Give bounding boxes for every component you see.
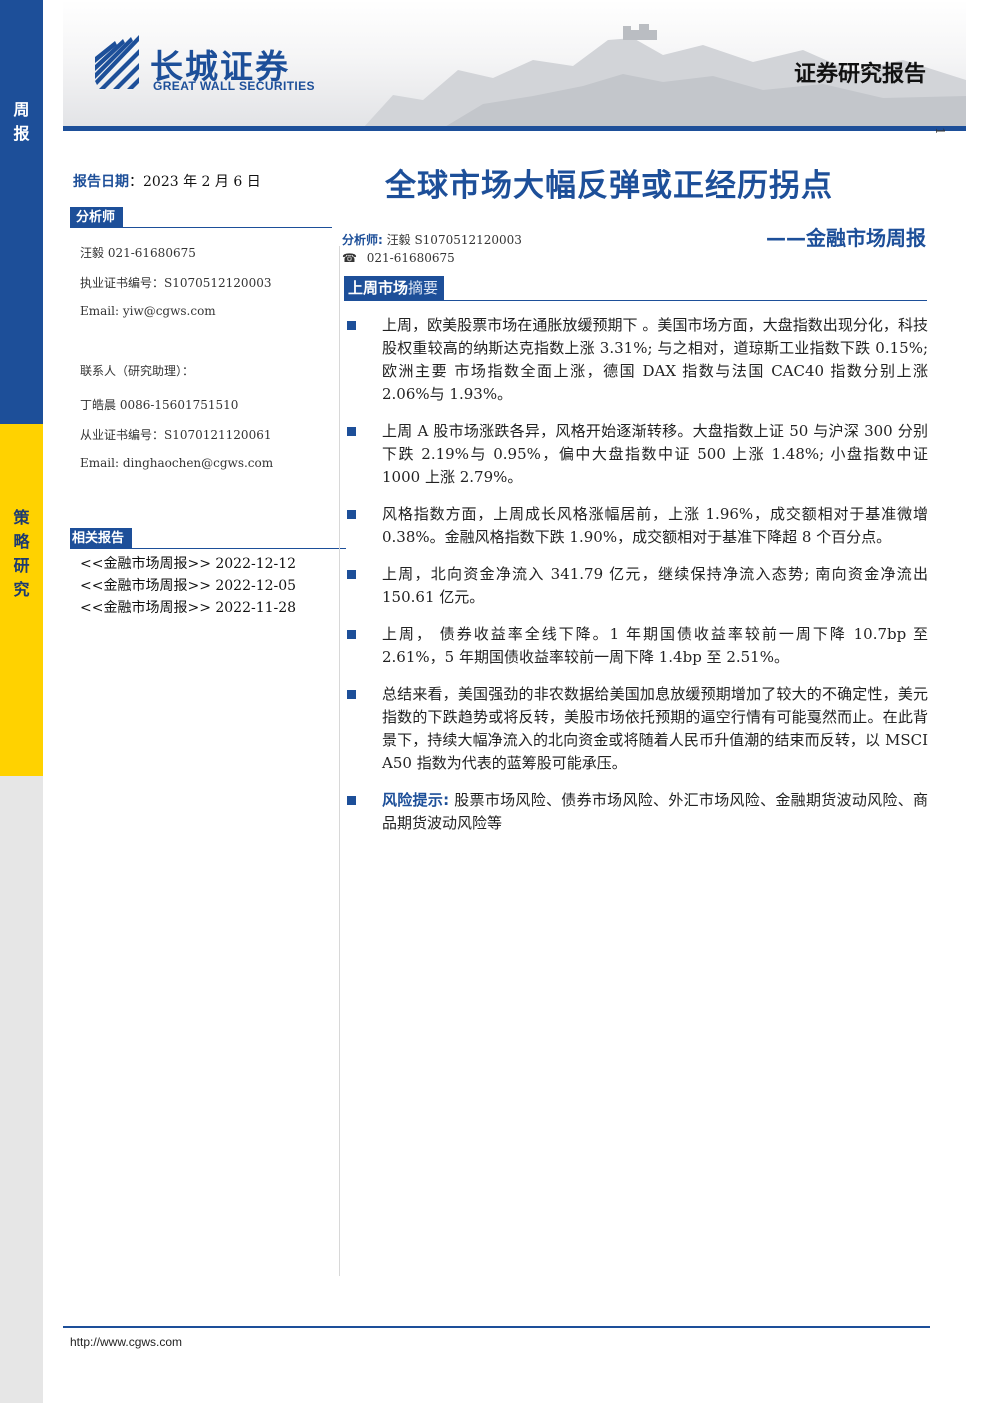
- risk-warning-label: 风险提示:: [382, 791, 450, 809]
- brand-name-en: GREAT WALL SECURITIES: [153, 79, 315, 93]
- phone-icon: ☎: [342, 251, 357, 265]
- assistant-email[interactable]: Email: dinghaochen@cgws.com: [80, 456, 274, 470]
- summary-item: 上周，欧美股票市场在通胀放缓预期下 。美国市场方面，大盘指数出现分化，科技股权重…: [344, 314, 928, 406]
- summary-item-text: 上周， 债券收益率全线下降。1 年期国债收益率较前一周下降 10.7bp 至 2…: [382, 625, 928, 666]
- report-date: 报告日期：2023 年 2 月 6 日: [73, 171, 261, 191]
- analyst-heading-rule: [70, 227, 332, 228]
- bullet-square-icon: [347, 427, 356, 436]
- assistant-label: 联系人（研究助理）：: [80, 364, 195, 378]
- footer-website-link[interactable]: http://www.cgws.com: [70, 1335, 183, 1349]
- side-strip-yellow: [0, 424, 43, 776]
- analyst-section-heading: 分析师: [70, 207, 332, 228]
- side-label-strategy: 策 略 研 究: [0, 506, 43, 602]
- assistant-contact: 丁皓晨 0086-15601751510: [80, 398, 239, 412]
- summary-item-text: 上周 A 股市场涨跌各异，风格开始逐渐转移。大盘指数上证 50 与沪深 300 …: [382, 422, 928, 486]
- side-label-weekly: 周 报: [0, 98, 43, 146]
- related-heading-label: 相关报告: [70, 528, 133, 548]
- assistant-license: 从业证书编号：S1070121120061: [80, 428, 272, 442]
- bullet-square-icon: [347, 321, 356, 330]
- summary-list: 上周，欧美股票市场在通胀放缓预期下 。美国市场方面，大盘指数出现分化，科技股权重…: [344, 314, 928, 849]
- bullet-square-icon: [347, 570, 356, 579]
- related-heading-rule: [70, 548, 346, 549]
- related-report-link[interactable]: <<金融市场周报>> 2022-12-12: [80, 556, 297, 572]
- meta-analyst-value: 汪毅 S1070512120003: [386, 233, 522, 247]
- footer-rule: [63, 1326, 930, 1328]
- bullet-square-icon: [347, 630, 356, 639]
- summary-item: 上周， 债券收益率全线下降。1 年期国债收益率较前一周下降 10.7bp 至 2…: [344, 623, 928, 669]
- side-label-weekly-char-1: 周: [13, 100, 30, 119]
- summary-heading-strong: 上周市场: [348, 279, 409, 297]
- bullet-square-icon: [347, 796, 356, 805]
- side-label-strategy-char-2: 略: [13, 532, 30, 551]
- summary-item: 上周 A 股市场涨跌各异，风格开始逐渐转移。大盘指数上证 50 与沪深 300 …: [344, 420, 928, 489]
- summary-item: 上周，北向资金净流入 341.79 亿元，继续保持净流入态势; 南向资金净流出 …: [344, 563, 928, 609]
- side-strip-blue: [0, 0, 43, 424]
- column-divider: [339, 246, 340, 1276]
- report-subtitle: ——金融市场周报: [766, 226, 926, 250]
- analyst-heading-label: 分析师: [70, 207, 124, 227]
- related-report-link[interactable]: <<金融市场周报>> 2022-11-28: [80, 600, 297, 616]
- brand-name-cn: 长城证券: [150, 47, 290, 86]
- brand-logo-icon: [95, 35, 139, 89]
- report-type-label: 证券研究报告: [793, 62, 926, 87]
- related-section-heading: 相关报告: [70, 528, 346, 549]
- summary-item-text: 总结来看，美国强劲的非农数据给美国加息放缓预期增加了较大的不确定性，美元指数的下…: [382, 685, 928, 772]
- analyst-contact: 汪毅 021-61680675: [80, 246, 196, 260]
- report-date-value: ：2023 年 2 月 6 日: [129, 174, 261, 190]
- summary-rule: [344, 300, 927, 301]
- summary-item-text: 股票市场风险、债券市场风险、外汇市场风险、金融期货波动风险、商品期货波动风险等: [382, 791, 928, 832]
- great-wall-illustration: [363, 24, 966, 128]
- meta-analyst-label: 分析师:: [342, 233, 383, 247]
- summary-heading: 上周市场摘要: [344, 276, 445, 300]
- header-rule: [63, 126, 966, 131]
- summary-item: 总结来看，美国强劲的非农数据给美国加息放缓预期增加了较大的不确定性，美元指数的下…: [344, 683, 928, 775]
- side-label-strategy-char-4: 究: [13, 580, 30, 599]
- analyst-license: 执业证书编号：S1070512120003: [80, 276, 272, 290]
- meta-phone: ☎ 021-61680675: [342, 251, 455, 265]
- report-date-label: 报告日期: [73, 174, 129, 190]
- analyst-email[interactable]: Email: yiw@cgws.com: [80, 304, 216, 318]
- side-label-strategy-char-3: 研: [13, 556, 30, 575]
- bullet-square-icon: [347, 690, 356, 699]
- summary-item-text: 风格指数方面，上周成长风格涨幅居前，上涨 1.96%，成交额相对于基准微增 0.…: [382, 505, 928, 546]
- side-label-strategy-char-1: 策: [13, 508, 30, 527]
- meta-analyst: 分析师: 汪毅 S1070512120003: [342, 231, 522, 248]
- page-number: 1: [932, 127, 947, 135]
- summary-item: 风格指数方面，上周成长风格涨幅居前，上涨 1.96%，成交额相对于基准微增 0.…: [344, 503, 928, 549]
- related-report-link[interactable]: <<金融市场周报>> 2022-12-05: [80, 578, 297, 594]
- summary-item-text: 上周，北向资金净流入 341.79 亿元，继续保持净流入态势; 南向资金净流出 …: [382, 565, 928, 606]
- report-header: 长城证券 GREAT WALL SECURITIES 证券研究报告: [63, 0, 966, 128]
- summary-item-risk: 风险提示: 股票市场风险、债券市场风险、外汇市场风险、金融期货波动风险、商品期货…: [344, 789, 928, 835]
- summary-heading-light: 摘要: [408, 279, 439, 297]
- bullet-square-icon: [347, 510, 356, 519]
- side-label-weekly-char-2: 报: [13, 124, 30, 143]
- report-title: 全球市场大幅反弹或正经历拐点: [385, 168, 833, 204]
- meta-phone-value: 021-61680675: [366, 251, 455, 265]
- summary-item-text: 上周，欧美股票市场在通胀放缓预期下 。美国市场方面，大盘指数出现分化，科技股权重…: [382, 316, 928, 403]
